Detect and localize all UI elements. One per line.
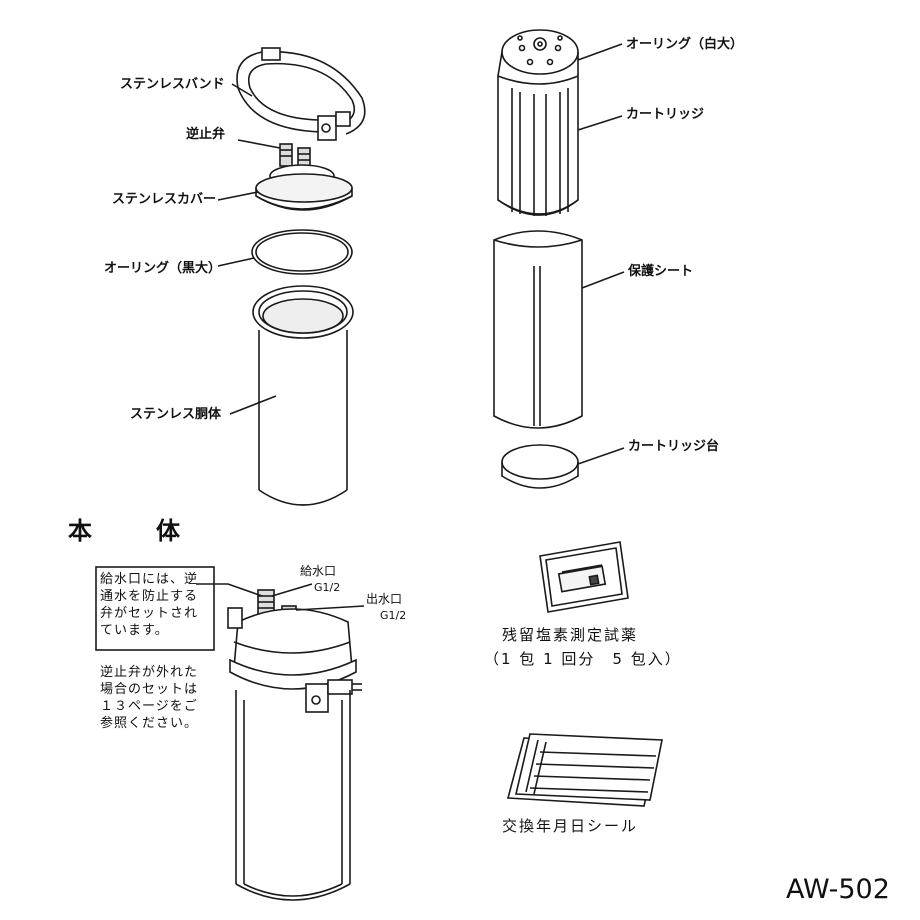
leader-inlet: [271, 583, 313, 597]
note-text-line: 場合のセットは: [100, 682, 199, 697]
note-text: 逆止弁が外れた 場合のセットは １３ページをご 参照ください。: [100, 664, 198, 732]
leader-check-valve: [237, 139, 281, 149]
leader-cartridge: [577, 115, 623, 131]
note-box-line: 給水口には、逆: [100, 572, 199, 587]
stainless-cover-drawing: [255, 143, 353, 211]
main-body-drawing: [227, 589, 362, 901]
stainless-body-drawing: [252, 285, 354, 506]
label-oring-black: オーリング（黒大）: [104, 261, 222, 276]
leader-note: [196, 583, 263, 597]
note-text-line: 参照ください。: [100, 716, 199, 731]
leader-sheet: [581, 271, 625, 289]
protect-sheet-drawing: [493, 230, 583, 429]
label-check-valve: 逆止弁: [186, 127, 226, 142]
label-stainless-band: ステンレスバンド: [120, 77, 225, 92]
label-protect-sheet: 保護シート: [628, 264, 694, 279]
cartridge-base-drawing: [501, 444, 579, 489]
note-box: 給水口には、逆 通水を防止する 弁がセットされ ています。: [100, 571, 198, 639]
inlet-size: G1/2: [314, 581, 341, 594]
outlet-size: G1/2: [380, 609, 407, 622]
leader-oring-white: [577, 43, 623, 61]
date-sticker-drawing: [506, 733, 663, 807]
label-stainless-body: ステンレス胴体: [130, 407, 222, 422]
note-text-line: 逆止弁が外れた: [100, 665, 199, 680]
sticker-label: 交換年月日シール: [502, 817, 639, 835]
leader-outlet: [295, 605, 365, 611]
section-title: 本 体: [68, 517, 200, 545]
outlet-label: 出水口: [366, 592, 403, 606]
stainless-band-drawing: [236, 47, 366, 141]
leader-band: [231, 83, 253, 97]
label-cartridge: カートリッジ: [626, 107, 705, 122]
leader-oring-black: [217, 257, 255, 267]
note-box-line: 弁がセットされ: [100, 606, 199, 621]
note-box-line: ています。: [100, 623, 169, 638]
label-stainless-cover: ステンレスカバー: [112, 192, 217, 207]
note-box-line: 通水を防止する: [100, 589, 199, 604]
model-number: AW-502: [786, 874, 890, 905]
inlet-label: 給水口: [300, 564, 337, 578]
reagent-packet-drawing: [539, 541, 629, 613]
cartridge-drawing: [497, 29, 579, 216]
leader-base: [577, 447, 625, 465]
leader-cover: [217, 191, 259, 201]
note-text-line: １３ページをご: [100, 699, 198, 714]
reagent-subtitle: （1 包 1 回分 5 包入）: [484, 650, 682, 668]
leader-body: [229, 395, 277, 415]
label-oring-white: オーリング（白大）: [626, 37, 744, 52]
reagent-title: 残留塩素測定試薬: [502, 626, 639, 644]
note-box-border: [95, 566, 215, 651]
label-cartridge-base: カートリッジ台: [628, 439, 720, 454]
oring-black-drawing: [251, 229, 353, 275]
